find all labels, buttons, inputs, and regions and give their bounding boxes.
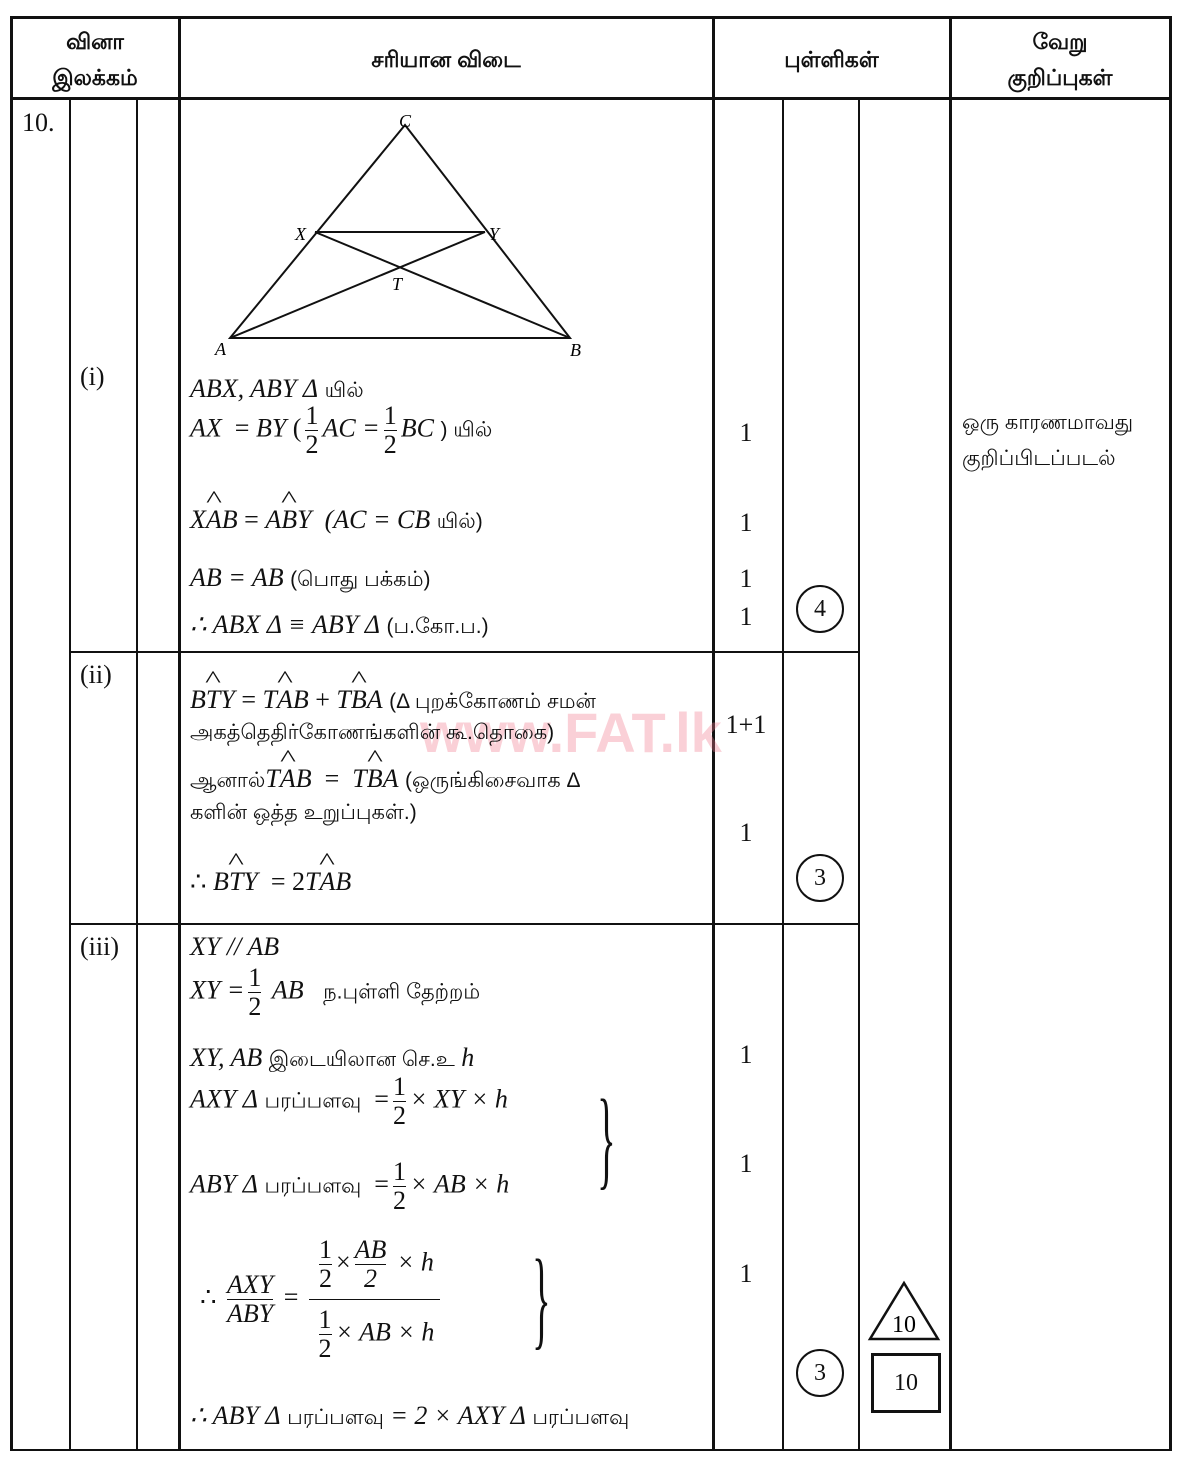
mark: 1: [739, 418, 753, 447]
remark-line: ஒரு காரணமாவது: [962, 411, 1134, 434]
answer-line: ∴ ABX Δ ≡ ABY Δ (ப.கோ.ப.): [190, 610, 489, 639]
col-border: [712, 16, 715, 1451]
segment-bx: [314, 231, 571, 339]
col-border: [858, 98, 860, 1450]
answer-line: அகத்தெதிர்கோணங்களின் கூ.தொகை): [190, 721, 555, 744]
triangle-diagram: A B C X Y T: [214, 111, 581, 360]
mark: 1: [739, 508, 753, 537]
mark: 1+1: [725, 710, 767, 739]
table-bottom-border: [10, 1449, 1172, 1451]
answer-line: ஆனால்TAB = TBA (ஒருங்கிசைவாக Δ: [190, 762, 581, 798]
col-border: [10, 16, 13, 1451]
answer-line: AB = AB (பொது பக்கம்): [190, 563, 431, 592]
part-label: (ii): [80, 660, 112, 689]
part-total-circle: 3: [796, 1349, 844, 1397]
mark: 1: [739, 1149, 753, 1178]
header-marks: புள்ளிகள்: [784, 47, 879, 72]
part-total-circle: 4: [796, 585, 844, 633]
brace: }: [597, 1077, 616, 1199]
answer-line: XY, AB இடையிலான செ.உ h: [190, 1043, 475, 1072]
svg-text:10: 10: [892, 1312, 916, 1338]
answer-line: BTY = TAB + TBA (Δ புறக்கோணம் சமன்: [190, 683, 596, 719]
table-top-border: [10, 16, 1172, 19]
col-border: [782, 98, 784, 1450]
answer-line: ∴ BTY = 2TAB: [190, 865, 351, 899]
mark: 1: [739, 1040, 753, 1069]
answer-line: XY // AB: [190, 932, 280, 961]
answer-line: XAB = ABY (AC = CB யில்): [190, 503, 483, 539]
answer-line: ABX, ABY Δ யில்: [190, 374, 364, 403]
label-b: B: [570, 340, 581, 360]
answer-line: ∴ ABY Δ பரப்பளவு = 2 × AXY Δ பரப்பளவு: [190, 1401, 630, 1430]
mark: 1: [739, 602, 753, 631]
col-border: [1169, 16, 1172, 1451]
part-total-circle: 3: [796, 854, 844, 902]
col-border: [136, 98, 138, 1450]
question-number: 10.: [22, 108, 55, 137]
label-x: X: [294, 224, 307, 244]
header-remarks: வேறுகுறிப்புகள்: [1007, 29, 1113, 90]
answer-line: களின் ஒத்த உறுப்புகள்.): [190, 801, 417, 824]
part-label: (iii): [80, 932, 119, 961]
label-c: C: [399, 111, 412, 131]
label-t: T: [392, 274, 404, 294]
row-divider: [70, 923, 859, 925]
brace: }: [532, 1237, 551, 1359]
remark-line: குறிப்பிடப்படல்: [962, 447, 1116, 470]
header-question-number: வினாஇலக்கம்: [52, 29, 138, 90]
question-total-box: 10: [871, 1353, 941, 1413]
row-divider: [70, 651, 859, 653]
col-border: [69, 98, 71, 1450]
segment-ay: [229, 231, 486, 339]
col-border: [178, 16, 181, 1451]
mark: 1: [739, 564, 753, 593]
watermark: www.FAT.lk: [420, 701, 722, 764]
header-answer: சரியான விடை: [371, 47, 521, 72]
col-border: [949, 16, 952, 1451]
label-y: Y: [489, 224, 501, 244]
question-total-triangle: 10: [867, 1280, 941, 1341]
mark: 1: [739, 818, 753, 847]
mark: 1: [739, 1259, 753, 1288]
label-a: A: [214, 339, 227, 359]
header-bottom-border: [10, 97, 1172, 100]
part-label: (i): [80, 362, 105, 391]
